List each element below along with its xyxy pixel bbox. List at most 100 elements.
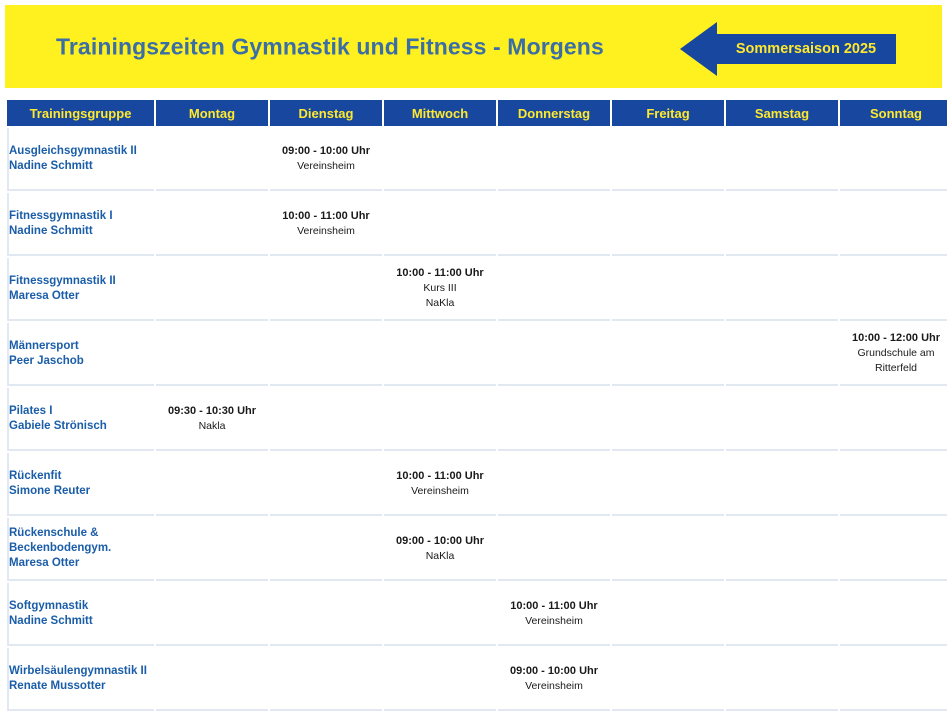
training-group-name: Wirbelsäulengymnastik II [9,664,147,677]
table-row: Fitnessgymnastik I Nadine Schmitt 10:00 - … [7,193,947,256]
empty-slot[interactable] [270,258,382,321]
empty-slot[interactable] [612,453,724,516]
empty-slot[interactable] [612,128,724,191]
training-group-cell: Rückenschule & Beckenbodengym. Maresa Otte… [7,518,154,581]
column-header-donnerstag[interactable]: Donnerstag [498,100,610,126]
empty-slot[interactable] [726,258,838,321]
slot-time: 09:00 - 10:00 Uhr [395,534,485,547]
empty-slot[interactable] [156,518,268,581]
empty-slot[interactable] [156,583,268,646]
empty-slot[interactable] [612,518,724,581]
empty-slot[interactable] [270,388,382,451]
empty-slot[interactable] [498,258,610,321]
trainer-name: Simone Reuter [9,484,91,497]
empty-slot[interactable] [156,648,268,711]
empty-slot[interactable] [840,388,947,451]
empty-slot[interactable] [840,128,947,191]
column-header-dienstag[interactable]: Dienstag [270,100,382,126]
training-group-name-line2: Beckenbodengym. [9,542,112,554]
empty-slot[interactable] [726,388,838,451]
training-group-name: Ausgleichsgymnastik II [9,144,137,157]
empty-slot[interactable] [498,323,610,386]
empty-slot[interactable] [840,518,947,581]
column-header-trainingsgruppe[interactable]: Trainingsgruppe [7,100,154,126]
page-title: Trainingszeiten Gymnastik und Fitness - … [56,33,604,59]
trainer-name: Maresa Otter [9,557,80,569]
empty-slot[interactable] [270,453,382,516]
empty-slot[interactable] [270,583,382,646]
empty-slot[interactable] [840,193,947,256]
season-badge: Sommersaison 2025 [680,22,896,76]
empty-slot[interactable] [498,518,610,581]
empty-slot[interactable] [498,128,610,191]
empty-slot[interactable] [726,453,838,516]
empty-slot[interactable] [156,193,268,256]
training-group-name: Fitnessgymnastik II [9,274,116,287]
empty-slot[interactable] [384,128,496,191]
empty-slot[interactable] [156,453,268,516]
column-header-samstag[interactable]: Samstag [726,100,838,126]
empty-slot[interactable] [840,258,947,321]
empty-slot[interactable] [384,583,496,646]
empty-slot[interactable] [384,388,496,451]
column-header-sonntag[interactable]: Sonntag [840,100,947,126]
empty-slot[interactable] [726,648,838,711]
training-group-name: Pilates I [9,404,53,417]
empty-slot[interactable] [840,648,947,711]
empty-slot[interactable] [612,323,724,386]
slot-location: NaKla [425,297,455,309]
empty-slot[interactable] [840,583,947,646]
empty-slot[interactable] [498,453,610,516]
empty-slot[interactable] [726,128,838,191]
empty-slot[interactable] [384,323,496,386]
empty-slot[interactable] [726,193,838,256]
training-group-name: Fitnessgymnastik I [9,209,113,222]
empty-slot[interactable] [612,388,724,451]
empty-slot[interactable] [840,453,947,516]
empty-slot[interactable] [612,648,724,711]
trainer-name: Nadine Schmitt [9,224,93,237]
empty-slot[interactable] [498,193,610,256]
empty-slot[interactable] [270,518,382,581]
slot-location: Kurs III [423,282,457,294]
empty-slot[interactable] [612,583,724,646]
empty-slot[interactable] [156,128,268,191]
slot-time: 10:00 - 11:00 Uhr [282,209,370,222]
training-group-name: Männersport [9,339,79,352]
trainer-name: Nadine Schmitt [9,614,93,627]
empty-slot[interactable] [156,258,268,321]
empty-slot[interactable] [384,193,496,256]
column-header-montag[interactable]: Montag [156,100,268,126]
slot-location: Vereinsheim [297,224,355,237]
empty-slot[interactable] [726,583,838,646]
empty-slot[interactable] [270,323,382,386]
column-header-mittwoch[interactable]: Mittwoch [384,100,496,126]
empty-slot[interactable] [384,648,496,711]
empty-slot[interactable] [156,323,268,386]
empty-slot[interactable] [270,648,382,711]
empty-slot[interactable] [498,388,610,451]
empty-slot[interactable] [612,193,724,256]
empty-slot[interactable] [612,258,724,321]
training-group-name: Rückenschule & [9,527,99,539]
column-header-freitag[interactable]: Freitag [612,100,724,126]
slot-time: 10:00 - 11:00 Uhr [396,267,484,279]
empty-slot[interactable] [726,323,838,386]
empty-slot[interactable] [726,518,838,581]
